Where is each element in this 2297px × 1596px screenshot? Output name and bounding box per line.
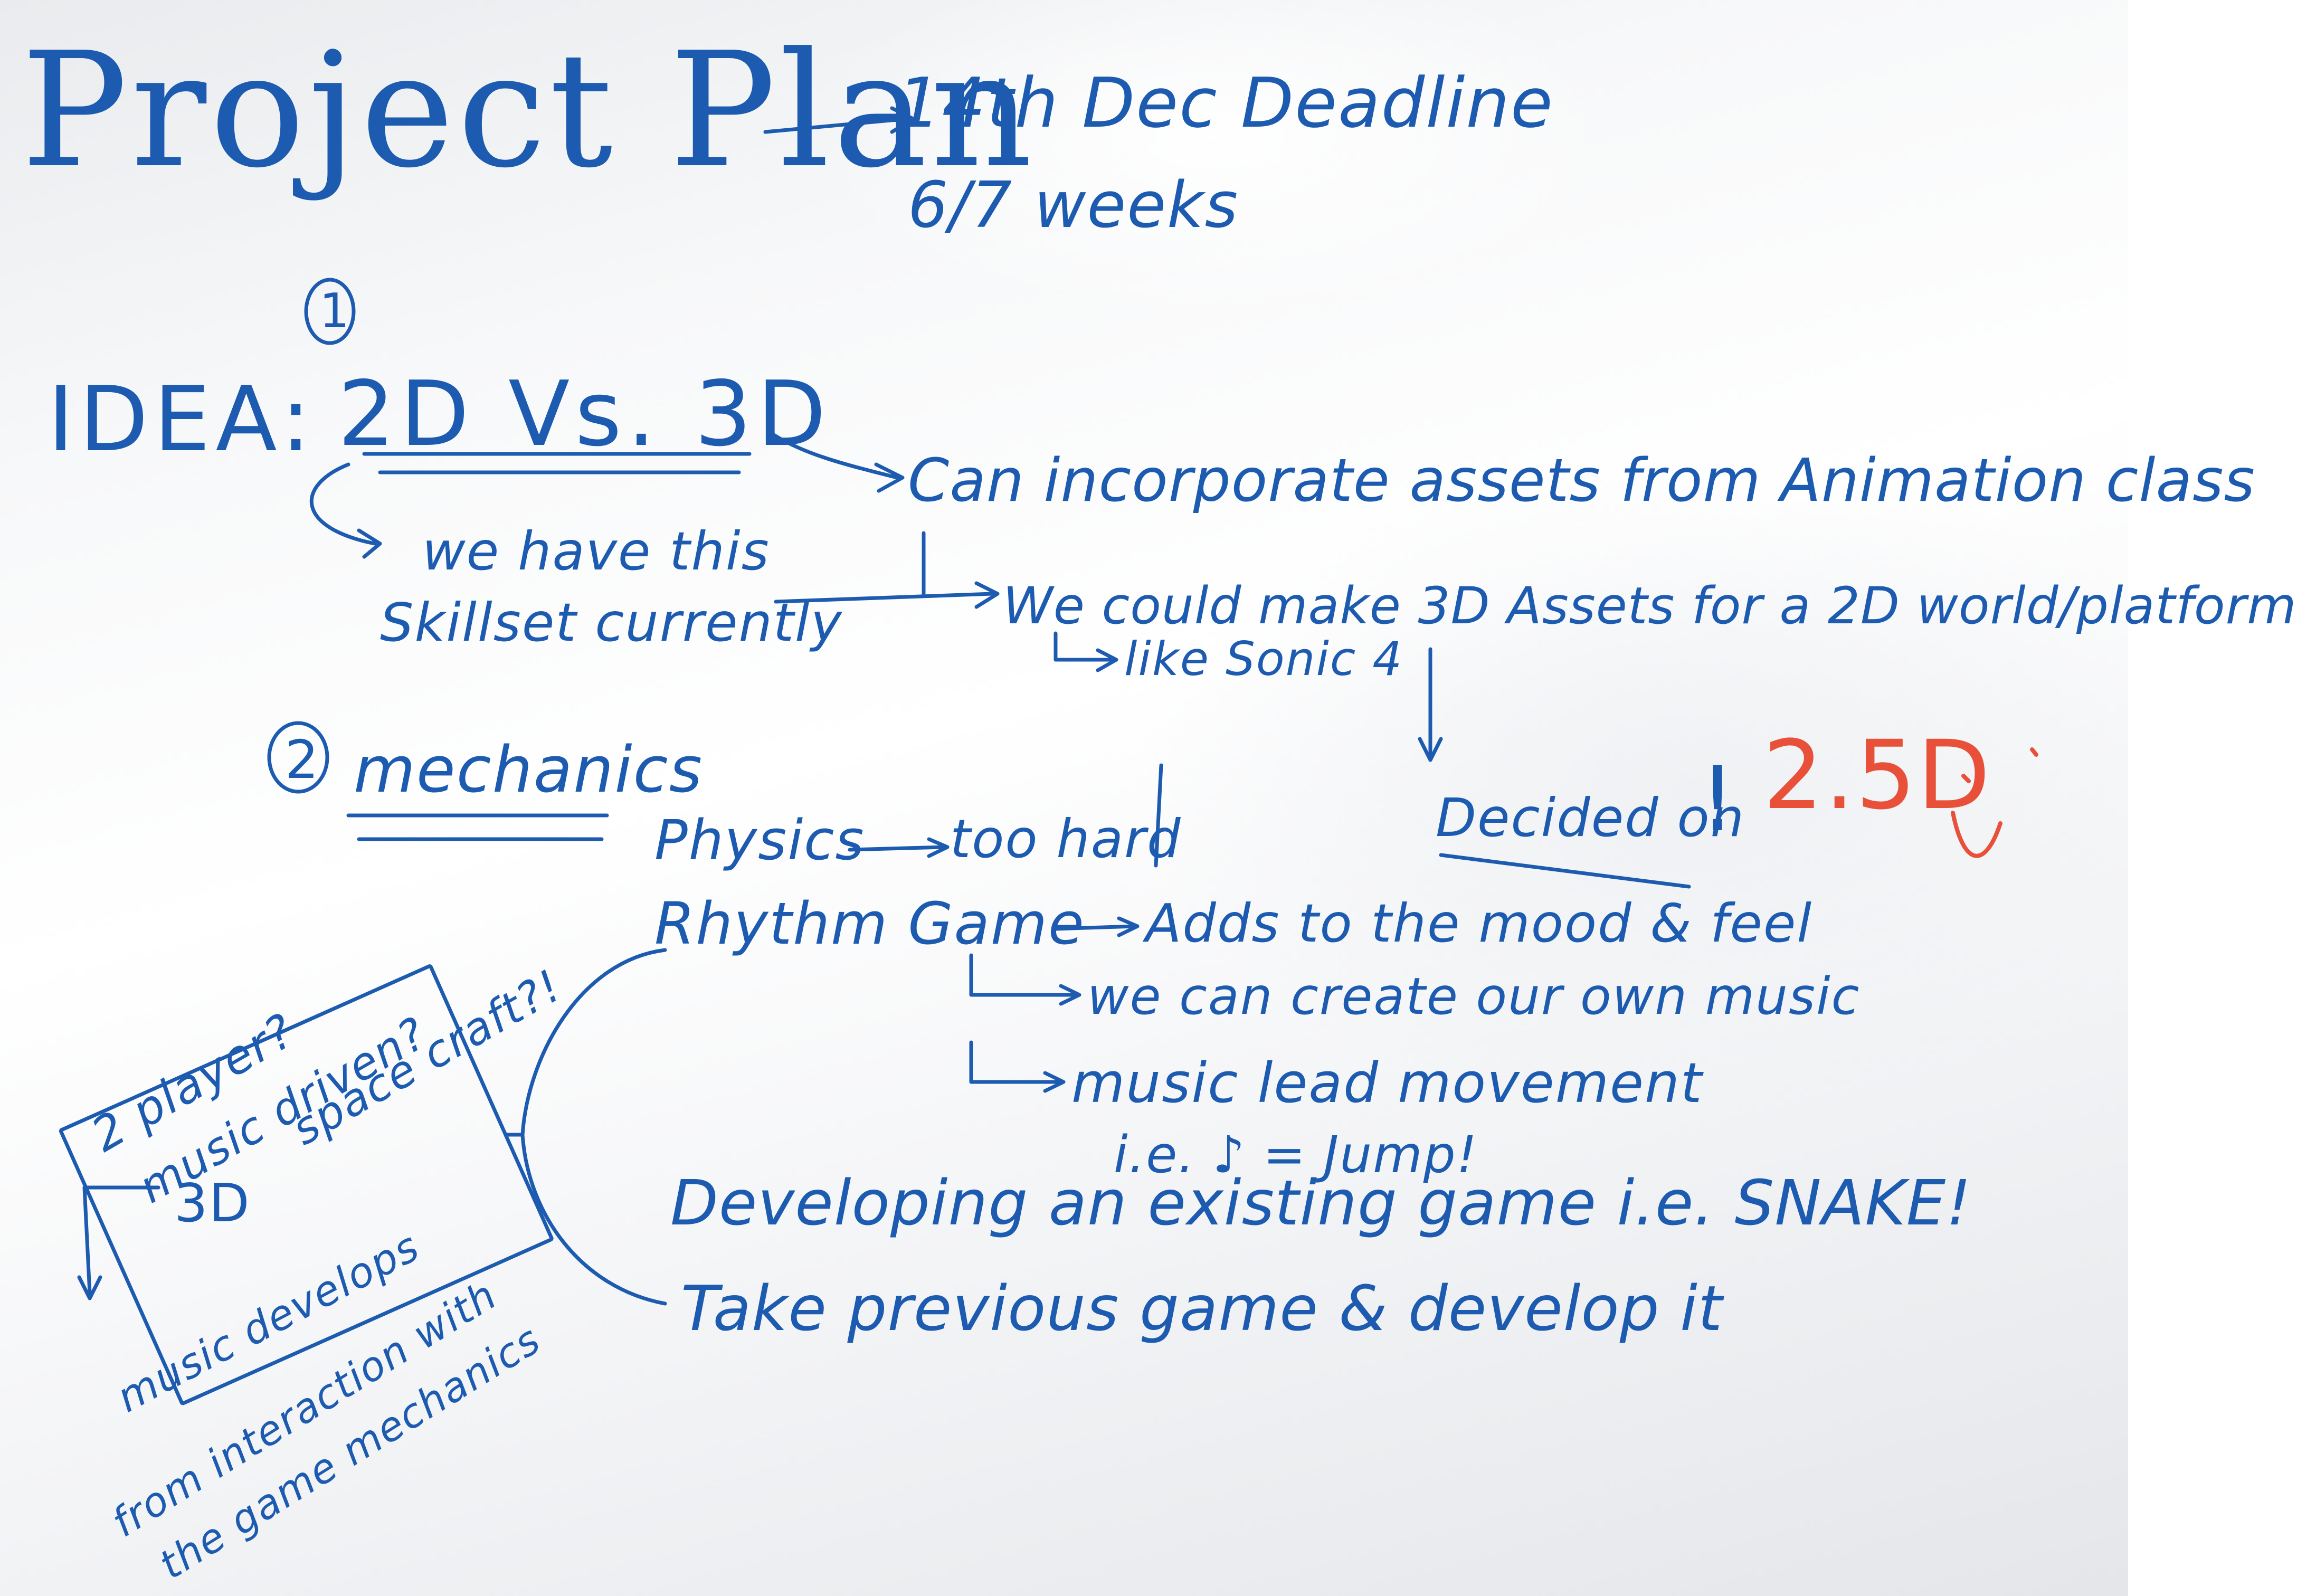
circle-two <box>267 721 329 794</box>
mechanics-number: 2 <box>285 729 320 791</box>
rhythm-label: Rhythm Game <box>654 890 1085 957</box>
deadline-text: 14th Dec Deadline <box>897 63 1554 143</box>
rhythm-example: i.e. ♪ = Jump! <box>1114 1125 1478 1184</box>
idea-heading: IDEA: <box>48 367 317 472</box>
physics-label: Physics <box>654 808 865 872</box>
arrow-to-skillset <box>310 462 377 546</box>
side-note-3d: 3D <box>174 1172 251 1234</box>
mechanics-heading: mechanics <box>354 734 704 807</box>
example-note: like Sonic 4 <box>1124 632 1403 686</box>
previous-game-option: Take previous game & develop it <box>681 1272 1723 1345</box>
arrow-to-world <box>774 592 994 604</box>
connector-lines <box>77 106 1691 1306</box>
decision-label: Decided on <box>1436 787 1745 849</box>
duration-text: 6/7 weeks <box>908 169 1239 242</box>
assets-note: Can incorporate assets from Animation cl… <box>908 446 2255 515</box>
skillset-line-1: we have this <box>422 520 770 582</box>
page-title: Project Plan <box>21 18 1036 203</box>
circle-one <box>304 278 356 345</box>
decision-value: 2.5D <box>1763 720 1991 831</box>
skillset-line-2: Skillset currently <box>380 592 843 653</box>
idea-number: 1 <box>319 283 351 339</box>
rhythm-note: Adds to the mood & feel <box>1145 892 1813 954</box>
existing-game-option: Developing an existing game i.e. SNAKE! <box>670 1166 1972 1239</box>
world-note: We could make 3D Assets for a 2D world/p… <box>1003 576 2297 635</box>
rhythm-sub-2: music lead movement <box>1071 1051 1703 1115</box>
idea-topic: 2D Vs. 3D <box>338 362 832 467</box>
arrow-to-assets <box>768 431 899 480</box>
arrow-title-to-deadline <box>763 117 910 134</box>
physics-note: too hard <box>950 808 1182 870</box>
decision-mark: ! <box>1700 747 1737 852</box>
rhythm-sub-1: we can create our own music <box>1087 967 1861 1026</box>
